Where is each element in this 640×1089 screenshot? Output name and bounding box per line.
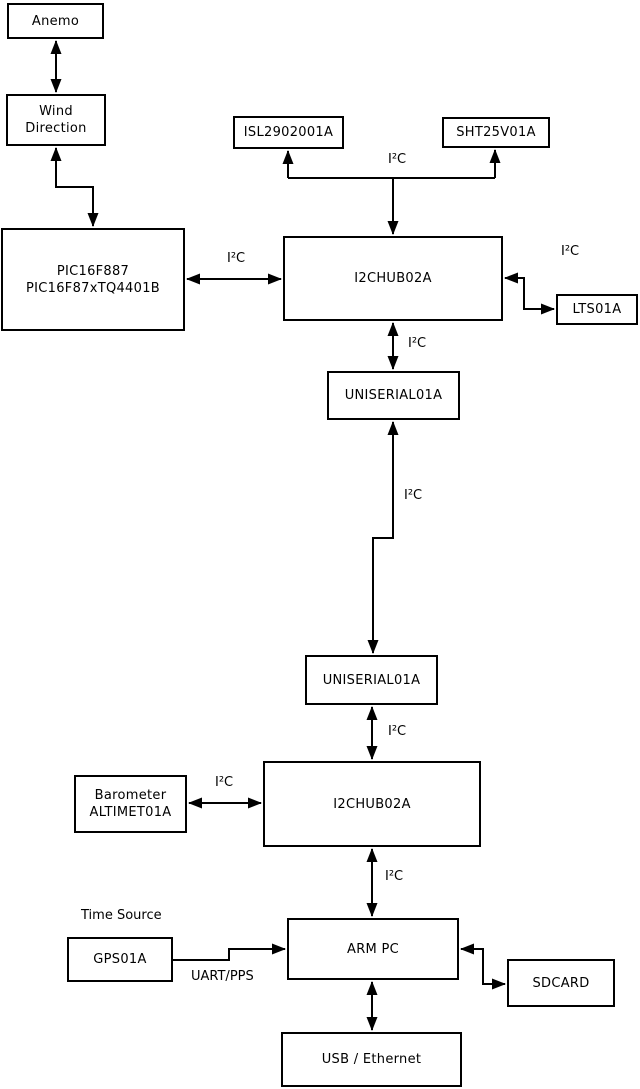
node-label: ALTIMET01A (89, 805, 172, 820)
node-label: GPS01A (93, 952, 147, 967)
node-label: Anemo (31, 13, 80, 29)
node-label: USB / Ethernet (321, 1052, 422, 1067)
node-arm-pc: ARM PC (287, 918, 459, 980)
node-label: ARM PC (347, 941, 399, 957)
node-label: ISL2902001A (243, 125, 334, 140)
edge-label-i2c-pic-hub1: I²C (227, 251, 246, 266)
node-uniserial01a-bottom: UNISERIAL01A (305, 655, 438, 705)
node-label: I2CHUB02A (333, 796, 411, 812)
node-uniserial01a-top: UNISERIAL01A (327, 371, 460, 420)
node-pic16f887: PIC16F887 PIC16F87xTQ4401B (1, 228, 185, 331)
node-label: SDCARD (532, 975, 590, 991)
edge-label-i2c-uniserial-link: I²C (404, 488, 423, 503)
edge-uniserial1-uniserial2 (367, 421, 399, 654)
node-barometer-altimet01a: Barometer ALTIMET01A (74, 775, 187, 833)
node-label: SHT25V01A (456, 125, 536, 140)
edge-label-i2c-uniserial-hub2: I²C (388, 724, 407, 739)
edge-label-i2c-hub1-uniserial: I²C (408, 336, 427, 351)
edge-label-i2c-hub2-armpc: I²C (385, 869, 404, 884)
node-lts01a: LTS01A (556, 294, 638, 325)
label-time-source: Time Source (81, 908, 162, 923)
node-label: Barometer (94, 788, 167, 803)
node-label: UNISERIAL01A (322, 672, 421, 688)
node-sdcard: SDCARD (507, 959, 615, 1007)
node-anemo: Anemo (7, 3, 104, 39)
node-wind-direction: Wind Direction (6, 94, 106, 146)
node-label: UNISERIAL01A (344, 388, 443, 403)
node-isl2902001a: ISL2902001A (233, 116, 344, 149)
node-sht25v01a: SHT25V01A (442, 117, 550, 148)
edge-wind-pic (50, 147, 99, 227)
node-i2chub02a-top: I2CHUB02A (283, 236, 503, 321)
edge-label-i2c-junction: I²C (388, 152, 407, 167)
edge-armpc-sdcard (460, 943, 506, 990)
edge-label-i2c-barometer: I²C (215, 775, 234, 790)
edge-hub1-lts (504, 272, 555, 315)
node-usb-ethernet: USB / Ethernet (281, 1032, 462, 1087)
node-label: PIC16F887 (56, 263, 130, 279)
node-label: LTS01A (572, 302, 622, 317)
node-label: Wind (39, 104, 73, 119)
node-i2chub02a-bottom: I2CHUB02A (263, 761, 481, 847)
edge-label-uart-pps: UART/PPS (191, 969, 254, 984)
node-label: PIC16F87xTQ4401B (26, 280, 160, 296)
node-gps01a: GPS01A (67, 937, 173, 982)
edge-label-i2c-lts: I²C (561, 244, 580, 259)
node-label: Direction (25, 121, 87, 136)
node-label: I2CHUB02A (354, 271, 432, 286)
edge-gps-armpc (173, 943, 286, 961)
